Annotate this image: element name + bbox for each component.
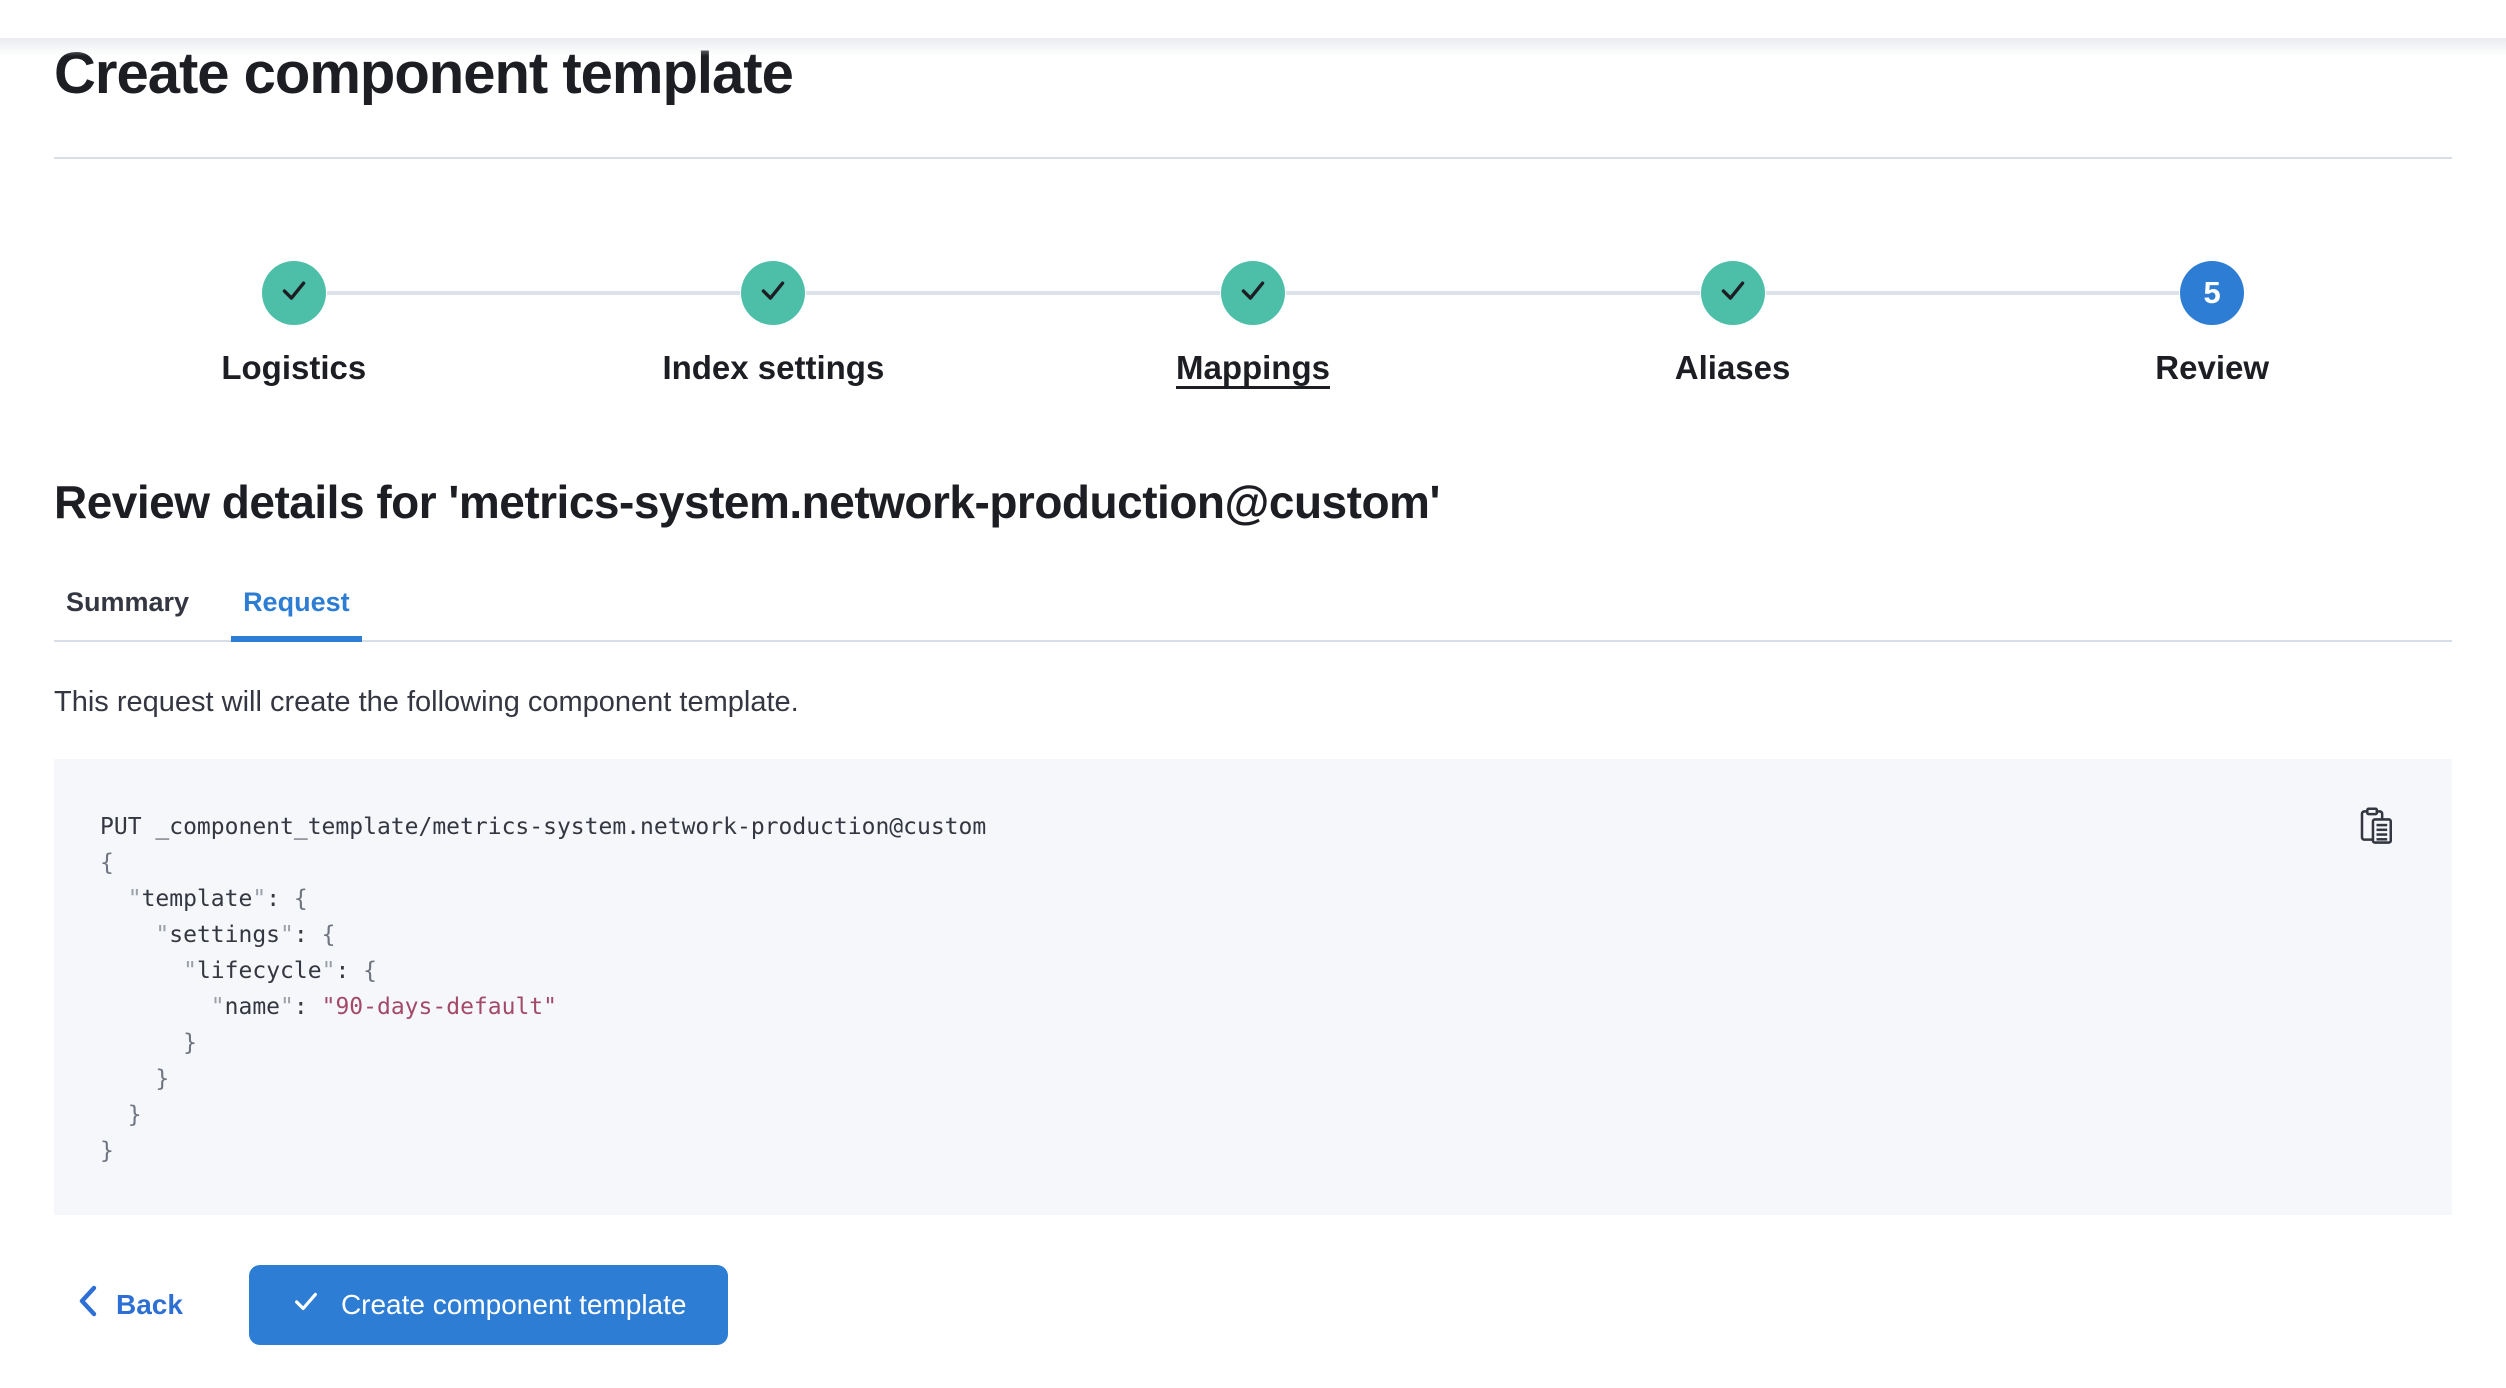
page-title: Create component template xyxy=(54,41,794,106)
stepper-step-aliases: Aliases xyxy=(1492,260,1973,387)
step-index-settings-circle[interactable] xyxy=(741,260,806,325)
code-line: "lifecycle": { xyxy=(183,957,377,984)
create-component-template-button[interactable]: Create component template xyxy=(248,1264,729,1345)
stepper-step-mappings: Mappings xyxy=(1013,260,1493,387)
create-button-label: Create component template xyxy=(340,1288,687,1320)
code-line: } xyxy=(100,1137,114,1164)
step-mappings-circle[interactable] xyxy=(1220,260,1285,325)
step-review-circle[interactable]: 5 xyxy=(2180,260,2245,325)
create-component-template-page: Create component template Logistics Index… xyxy=(0,38,2506,1345)
copy-to-clipboard-button[interactable] xyxy=(2354,805,2402,853)
step-aliases-label[interactable]: Aliases xyxy=(1674,348,1791,386)
request-code: PUT _component_template/metrics-system.n… xyxy=(100,809,2406,1169)
code-line: } xyxy=(100,1065,170,1092)
stepper-step-index-settings: Index settings xyxy=(533,260,1014,387)
step-logistics-circle[interactable] xyxy=(261,260,326,325)
tabs: Summary Request xyxy=(54,587,2452,642)
tab-request[interactable]: Request xyxy=(231,587,362,642)
check-icon xyxy=(277,273,311,312)
review-heading: Review details for 'metrics-system.netwo… xyxy=(54,475,1440,528)
step-index-settings-label[interactable]: Index settings xyxy=(662,348,885,386)
code-line: { xyxy=(100,849,114,876)
tab-summary[interactable]: Summary xyxy=(54,587,201,640)
code-line: PUT _component_template/metrics-system.n… xyxy=(100,813,987,840)
code-line: } xyxy=(100,1029,197,1056)
stepper-step-logistics: Logistics xyxy=(54,260,534,387)
title-divider xyxy=(54,156,2452,159)
step-review-label[interactable]: Review xyxy=(2155,348,2270,386)
code-line: "name": "90-days-default" xyxy=(210,993,557,1020)
step-aliases-circle[interactable] xyxy=(1700,260,1765,325)
code-line: "settings": { xyxy=(155,921,336,948)
code-line: "template": { xyxy=(127,885,308,912)
check-icon xyxy=(291,1286,321,1323)
request-description: This request will create the following c… xyxy=(54,685,799,718)
check-icon xyxy=(1716,273,1750,312)
footer-actions: Back Create component template xyxy=(54,1264,2452,1345)
back-button[interactable]: Back xyxy=(76,1284,183,1325)
code-line: } xyxy=(100,1101,142,1128)
step-number: 5 xyxy=(2203,274,2221,310)
copy-clipboard-icon xyxy=(2360,807,2396,850)
step-logistics-label[interactable]: Logistics xyxy=(221,348,367,386)
request-code-block: PUT _component_template/metrics-system.n… xyxy=(54,758,2452,1215)
chevron-left-icon xyxy=(76,1284,100,1325)
check-icon xyxy=(1236,273,1270,312)
step-mappings-label[interactable]: Mappings xyxy=(1175,348,1330,386)
back-button-label: Back xyxy=(116,1288,183,1320)
check-icon xyxy=(756,273,790,312)
